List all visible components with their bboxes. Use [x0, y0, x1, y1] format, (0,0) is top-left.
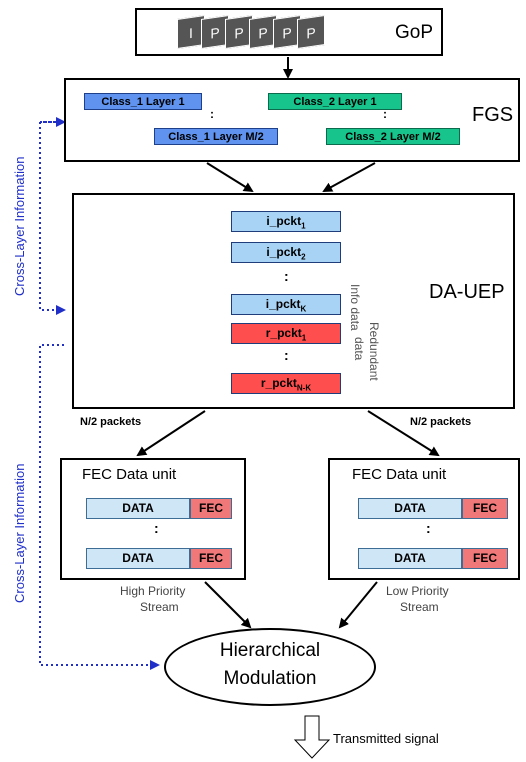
gop-box: I P P P P P GoP	[135, 8, 443, 56]
fec-ellipsis: :	[426, 520, 431, 536]
arrow-uep-fec-left	[136, 410, 206, 457]
data-cell: DATA	[86, 498, 190, 519]
da-uep-box: i_pckt1 i_pckt2 : i_pcktK r_pckt1 : r_pc…	[72, 193, 515, 409]
redundant-label-1: Redundant	[367, 322, 381, 381]
hierarchical-modulation-node: Hierarchical Modulation	[164, 628, 376, 706]
fec-cell: FEC	[462, 498, 508, 519]
data-cell: DATA	[86, 548, 190, 569]
redundant-packet: r_pcktN-K	[231, 373, 341, 394]
fec-cell: FEC	[190, 498, 232, 519]
redundant-label-2: data	[352, 337, 366, 361]
low-priority-label-2: Stream	[400, 600, 439, 614]
gop-frames: I P P P P P	[177, 15, 347, 49]
data-cell: DATA	[358, 498, 462, 519]
data-cell: DATA	[358, 548, 462, 569]
arrow-fec-mod-right	[338, 581, 378, 629]
gop-label: GoP	[395, 22, 434, 43]
fec-unit-title: FEC Data unit	[82, 466, 177, 483]
low-priority-label-1: Low Priority	[386, 584, 449, 598]
info-packet: i_pcktK	[231, 294, 341, 315]
arrow-fgs-uep-left	[206, 162, 254, 193]
transmitted-signal-label: Transmitted signal	[333, 731, 439, 746]
high-priority-label-1: High Priority	[120, 584, 186, 598]
arrow-fec-mod-left	[204, 581, 252, 629]
redundant-ellipsis: :	[284, 347, 289, 363]
class1-layer-last: Class_1 Layer M/2	[154, 128, 278, 145]
info-ellipsis: :	[284, 268, 289, 284]
fec-cell: FEC	[462, 548, 508, 569]
da-uep-label: DA-UEP	[429, 281, 505, 303]
modulation-line-2: Modulation	[223, 668, 317, 689]
modulation-line-1: Hierarchical	[219, 640, 321, 661]
fec-data-unit-left: FEC Data unit DATA FEC : DATA FEC	[60, 458, 246, 580]
info-data-label: Info data	[348, 284, 362, 331]
output-arrow	[293, 715, 331, 759]
class1-layer-first: Class_1 Layer 1	[84, 93, 202, 110]
class2-layer-last: Class_2 Layer M/2	[326, 128, 460, 145]
info-packet: i_pckt1	[231, 211, 341, 232]
class2-layer-first: Class_2 Layer 1	[268, 93, 402, 110]
class1-ellipsis: :	[210, 107, 214, 121]
cross-layer-label-lower: Cross-Layer Information	[12, 463, 27, 603]
cross-layer-label-upper: Cross-Layer Information	[12, 156, 27, 296]
fec-data-unit-right: FEC Data unit DATA FEC : DATA FEC	[328, 458, 520, 580]
arrow-fgs-uep-right	[322, 162, 376, 192]
fec-cell: FEC	[190, 548, 232, 569]
arrow-uep-fec-right	[367, 410, 440, 457]
high-priority-label-2: Stream	[140, 600, 179, 614]
cross-layer-link-upper	[39, 121, 66, 315]
fgs-box: Class_1 Layer 1 : Class_1 Layer M/2 Clas…	[64, 78, 520, 162]
gop-frame: P	[297, 15, 325, 49]
info-packet: i_pckt2	[231, 242, 341, 263]
class2-ellipsis: :	[383, 107, 387, 121]
cross-layer-link-lower	[39, 344, 160, 670]
fec-unit-title: FEC Data unit	[352, 466, 447, 483]
fgs-label: FGS	[472, 104, 514, 126]
split-label-right: N/2 packets	[410, 416, 472, 428]
split-label-left: N/2 packets	[80, 416, 142, 428]
redundant-packet: r_pckt1	[231, 323, 341, 344]
fec-ellipsis: :	[154, 520, 159, 536]
